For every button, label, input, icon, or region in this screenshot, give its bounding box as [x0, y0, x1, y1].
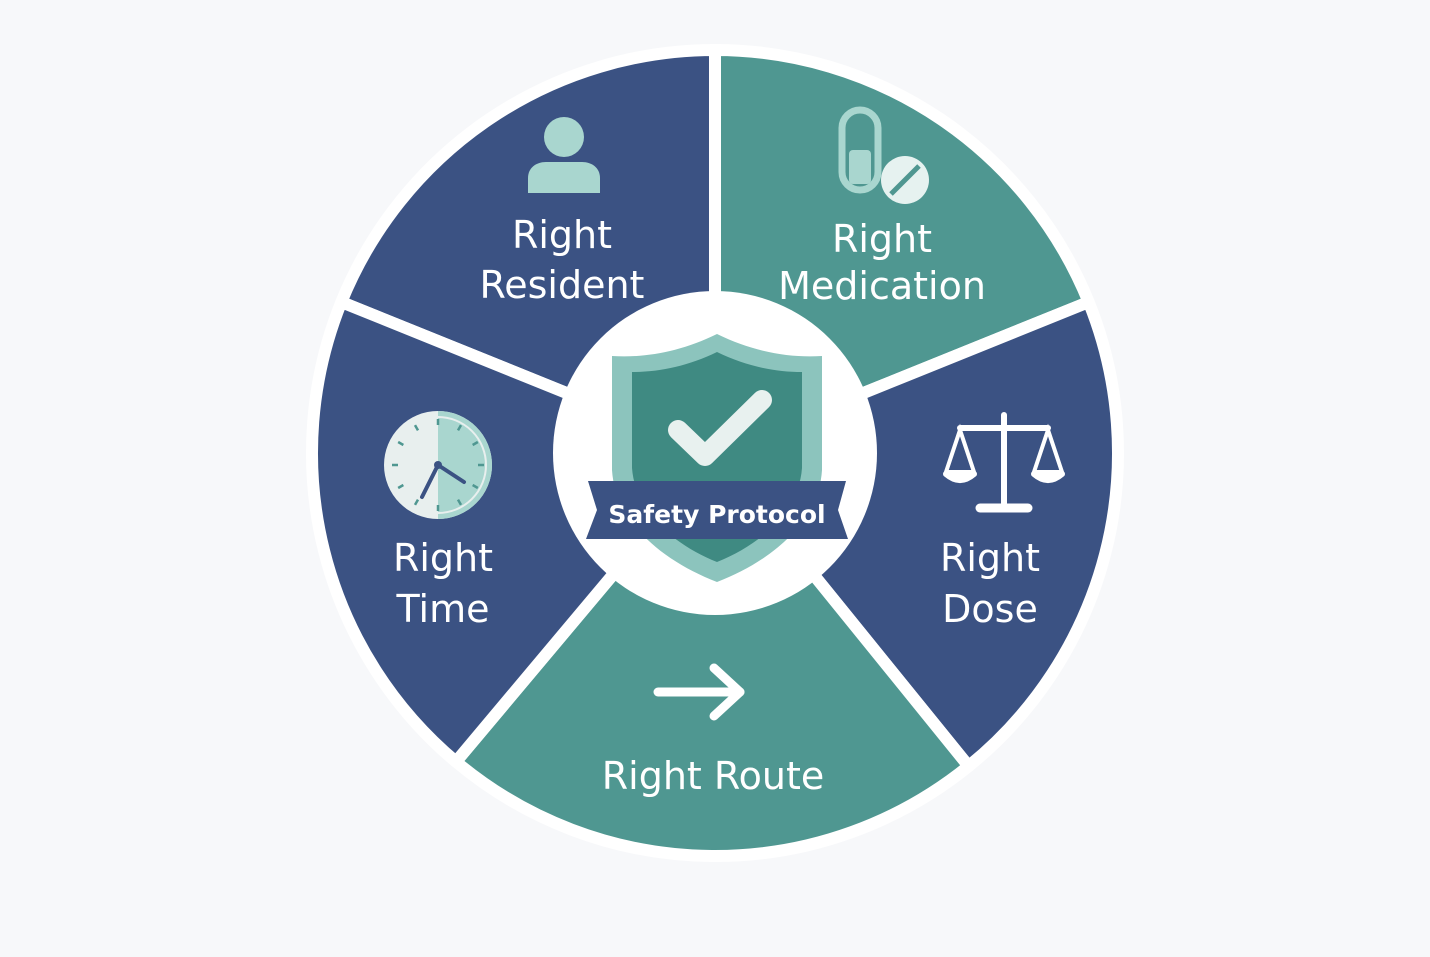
time-label-line1: Right: [393, 536, 493, 580]
clock-tick: [456, 424, 463, 431]
clock-tick: [472, 440, 479, 447]
clock-tick: [397, 483, 404, 490]
person-icon: [528, 117, 600, 193]
time-label-line2: Time: [396, 587, 490, 631]
resident-label-line2: Resident: [480, 263, 645, 307]
clock-tick: [456, 499, 463, 506]
arrow-right-icon: [653, 663, 745, 721]
clock-icon: [384, 411, 492, 519]
medication-label-line2: Medication: [778, 264, 986, 308]
pill-icon: [838, 106, 929, 204]
clock-tick: [472, 483, 479, 490]
segment-route: [449, 447, 975, 862]
dose-label-line1: Right: [940, 536, 1040, 580]
dose-label-line2: Dose: [942, 587, 1038, 631]
clock-tick: [413, 499, 420, 506]
resident-label-line1: Right: [512, 213, 612, 257]
center-label: Safety Protocol: [608, 500, 825, 529]
clock-tick: [413, 424, 420, 431]
safety-protocol-ribbon: Safety Protocol: [586, 481, 848, 539]
clock-tick: [397, 440, 404, 447]
scales-icon: [943, 412, 1065, 513]
medication-label-line1: Right: [832, 217, 932, 261]
route-label: Right Route: [602, 754, 824, 798]
